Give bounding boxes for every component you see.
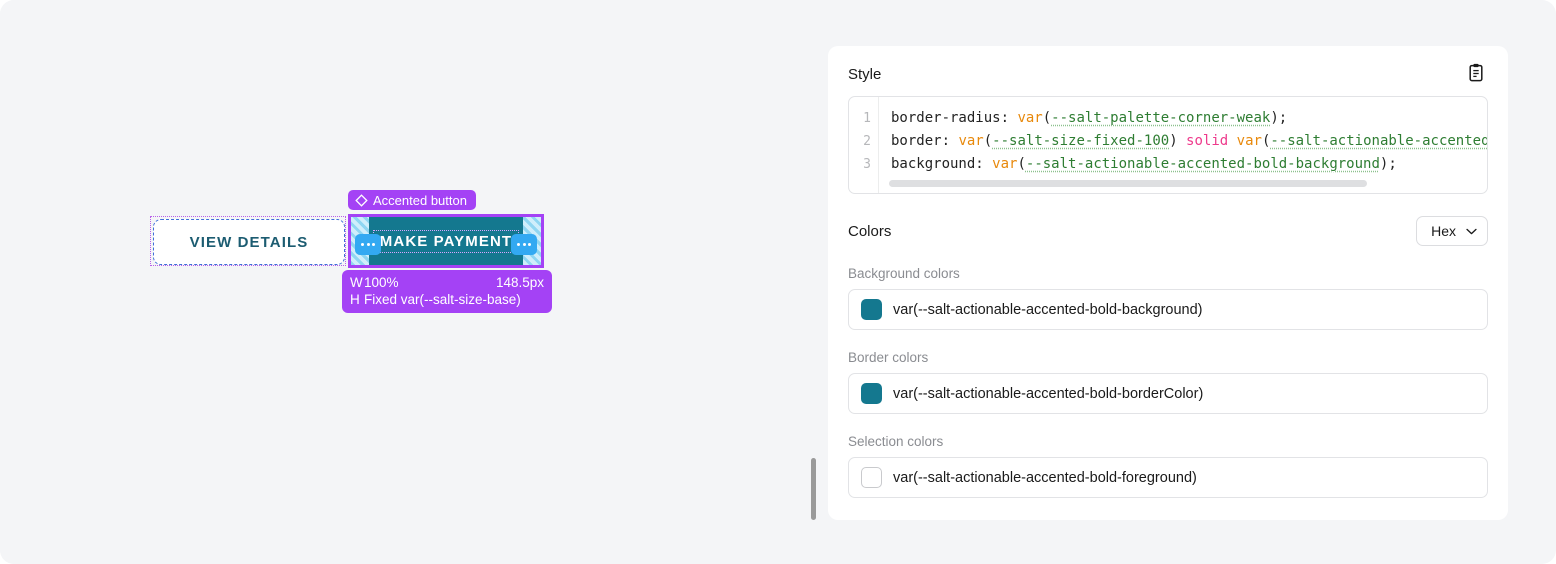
color-format-value: Hex (1431, 223, 1456, 239)
code-token: ( (1261, 133, 1271, 149)
code-token: border-radius: (891, 110, 1018, 126)
color-row[interactable]: var(--salt-actionable-accented-bold-back… (848, 289, 1488, 330)
colors-section-title: Colors (848, 222, 892, 240)
panel-scrollbar[interactable] (811, 458, 816, 520)
inspector-panel: Style 1 2 3 (828, 46, 1508, 520)
code-content[interactable]: border-radius: var(--salt-palette-corner… (879, 97, 1487, 193)
line-number: 2 (863, 134, 871, 149)
code-token: background: (891, 156, 993, 172)
color-row[interactable]: var(--salt-actionable-accented-bold-fore… (848, 457, 1488, 498)
code-line-numbers: 1 2 3 (849, 97, 879, 193)
code-token: ); (1270, 110, 1288, 126)
code-token: --salt-actionable-accented (1270, 133, 1487, 149)
code-token: var (992, 156, 1018, 172)
dimension-height-value: Fixed var(--salt-size-base) (364, 292, 521, 307)
chevron-down-icon (1466, 228, 1477, 235)
style-section-header: Style (828, 46, 1508, 96)
clipboard-icon (1468, 63, 1484, 85)
code-token: --salt-palette-corner-weak (1051, 110, 1271, 126)
code-horizontal-scrollbar[interactable] (889, 180, 1367, 187)
color-group: Border colors var(--salt-actionable-accen… (828, 350, 1508, 414)
color-group-label: Border colors (848, 350, 929, 365)
color-token-text: var(--salt-actionable-accented-bold-back… (893, 301, 1203, 318)
color-group-label: Background colors (848, 266, 960, 281)
dimension-width-computed: 148.5px (495, 275, 544, 290)
dimension-height-key: H (350, 292, 360, 307)
code-line: border: var(--salt-size-fixed-100) solid… (891, 130, 1487, 153)
line-number: 1 (863, 111, 871, 126)
code-token: ) (1169, 133, 1187, 149)
make-payment-button-label: MAKE PAYMENT (372, 229, 520, 253)
code-token: var (1017, 110, 1043, 126)
make-payment-button[interactable]: MAKE PAYMENT (369, 217, 523, 265)
color-group-label: Selection colors (848, 434, 944, 449)
code-token (1228, 133, 1236, 149)
diamond-icon (355, 193, 368, 207)
dimension-height-row: H Fixed var(--salt-size-base) (350, 291, 544, 308)
code-token: ( (1042, 110, 1052, 126)
code-line: border-radius: var(--salt-palette-corner… (891, 107, 1487, 130)
make-payment-button-selection[interactable]: MAKE PAYMENT (348, 214, 544, 268)
dimension-tooltip: W 100% 148.5px H Fixed var(--salt-size-b… (342, 270, 552, 313)
color-token-text: var(--salt-actionable-accented-bold-fore… (893, 469, 1197, 486)
code-token: solid (1186, 133, 1229, 149)
selection-badge-label: Accented button (373, 192, 467, 208)
code-line: background: var(--salt-actionable-accent… (891, 153, 1487, 176)
padding-handle-left[interactable] (355, 234, 381, 255)
design-canvas[interactable]: Accented button VIEW DETAILS MAKE PAYMEN… (0, 0, 828, 564)
code-token: border: (891, 133, 959, 149)
color-group: Selection colors var(--salt-actionable-ac… (828, 434, 1508, 498)
padding-handle-right[interactable] (511, 234, 537, 255)
selection-badge[interactable]: Accented button (348, 190, 476, 210)
style-code-editor[interactable]: 1 2 3 border-radius: var(--salt-palette-… (848, 96, 1488, 194)
style-section-title: Style (848, 65, 882, 83)
dimension-width-value: 100% (364, 275, 399, 290)
view-details-button[interactable]: VIEW DETAILS (153, 219, 345, 265)
copy-style-button[interactable] (1464, 62, 1488, 86)
color-swatch[interactable] (861, 299, 882, 320)
color-row[interactable]: var(--salt-actionable-accented-bold-bord… (848, 373, 1488, 414)
dimension-width-row: W 100% 148.5px (350, 274, 544, 291)
code-token: ( (983, 133, 993, 149)
code-token: var (1236, 133, 1262, 149)
line-number: 3 (863, 157, 871, 172)
dimension-width-key: W (350, 275, 363, 290)
color-groups: Background colors var(--salt-actionable-a… (828, 266, 1508, 498)
color-format-select[interactable]: Hex (1416, 216, 1488, 246)
color-token-text: var(--salt-actionable-accented-bold-bord… (893, 385, 1204, 402)
code-token: --salt-size-fixed-100 (992, 133, 1170, 149)
code-token: ( (1017, 156, 1026, 172)
view-details-button-label: VIEW DETAILS (189, 233, 309, 251)
code-token: --salt-actionable-accented-bold-backgrou… (1025, 156, 1380, 172)
color-group: Background colors var(--salt-actionable-a… (828, 266, 1508, 330)
code-token: ); (1379, 156, 1397, 172)
color-swatch[interactable] (861, 383, 882, 404)
view-details-button-outline: VIEW DETAILS (150, 216, 346, 266)
code-token: var (958, 133, 984, 149)
color-swatch[interactable] (861, 467, 882, 488)
colors-section-header: Colors Hex (828, 194, 1508, 246)
